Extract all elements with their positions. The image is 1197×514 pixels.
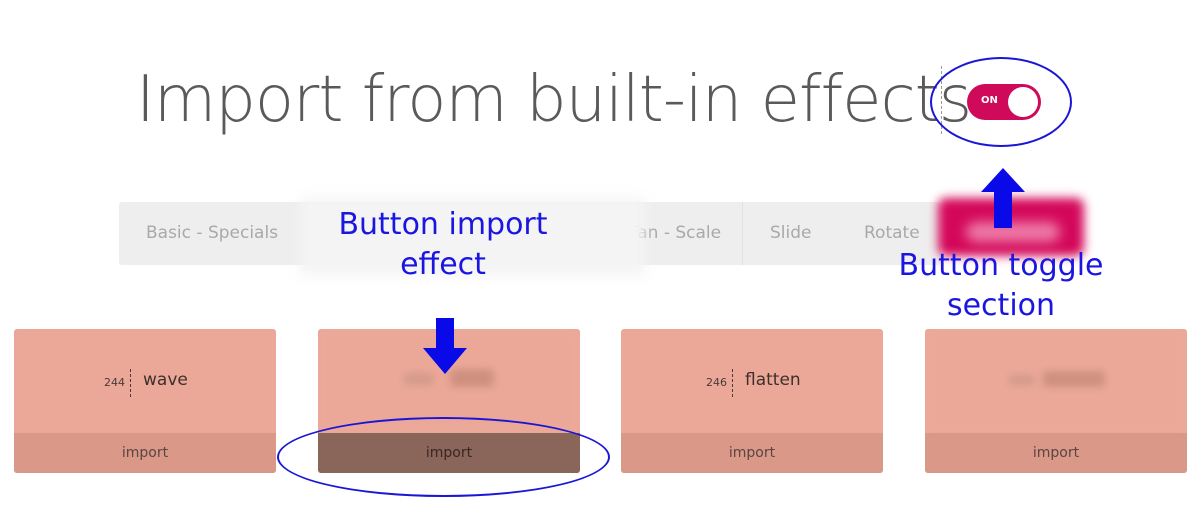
down-arrow-head-icon (423, 348, 467, 374)
toggle-section-button-glow (966, 222, 1060, 242)
import-button[interactable]: import (621, 433, 883, 473)
tab-slide[interactable]: Slide (770, 223, 812, 243)
import-highlight-ellipse (277, 417, 610, 497)
card-divider (130, 369, 131, 397)
effect-number: 246 (706, 376, 727, 389)
tab-fan-scale[interactable]: Fan - Scale (629, 223, 722, 243)
blurred-number (1009, 375, 1035, 385)
effect-name: flatten (745, 370, 801, 390)
tab-basic-specials[interactable]: Basic - Specials (146, 223, 279, 243)
annotation-line: Button import (338, 207, 548, 242)
effect-card-blurred: import (925, 329, 1187, 473)
import-button[interactable]: import (925, 433, 1187, 473)
blurred-tabs (300, 198, 645, 276)
effect-name: wave (143, 370, 188, 390)
annotation-toggle-section: Button toggle section (876, 246, 1126, 326)
effect-number: 244 (104, 376, 125, 389)
down-arrow-icon (436, 318, 454, 350)
annotation-line: effect (400, 247, 486, 282)
up-arrow-head-icon (981, 168, 1025, 192)
page-title: Import from built-in effects (136, 63, 972, 137)
tab-divider (742, 202, 743, 265)
tab-rotate[interactable]: Rotate (864, 223, 920, 243)
blurred-number (404, 373, 434, 385)
up-arrow-icon (994, 190, 1012, 228)
card-divider (732, 369, 733, 397)
import-button[interactable]: import (14, 433, 276, 473)
effect-card-wave: 244 wave import (14, 329, 276, 473)
annotation-line: Button toggle (898, 248, 1104, 283)
toggle-highlight-ellipse (930, 57, 1072, 147)
annotation-import-effect: Button import effect (318, 205, 568, 285)
blurred-name (1043, 371, 1105, 387)
blurred-card-content (925, 329, 1187, 433)
annotation-line: section (946, 288, 1056, 323)
effect-card-flatten: 246 flatten import (621, 329, 883, 473)
